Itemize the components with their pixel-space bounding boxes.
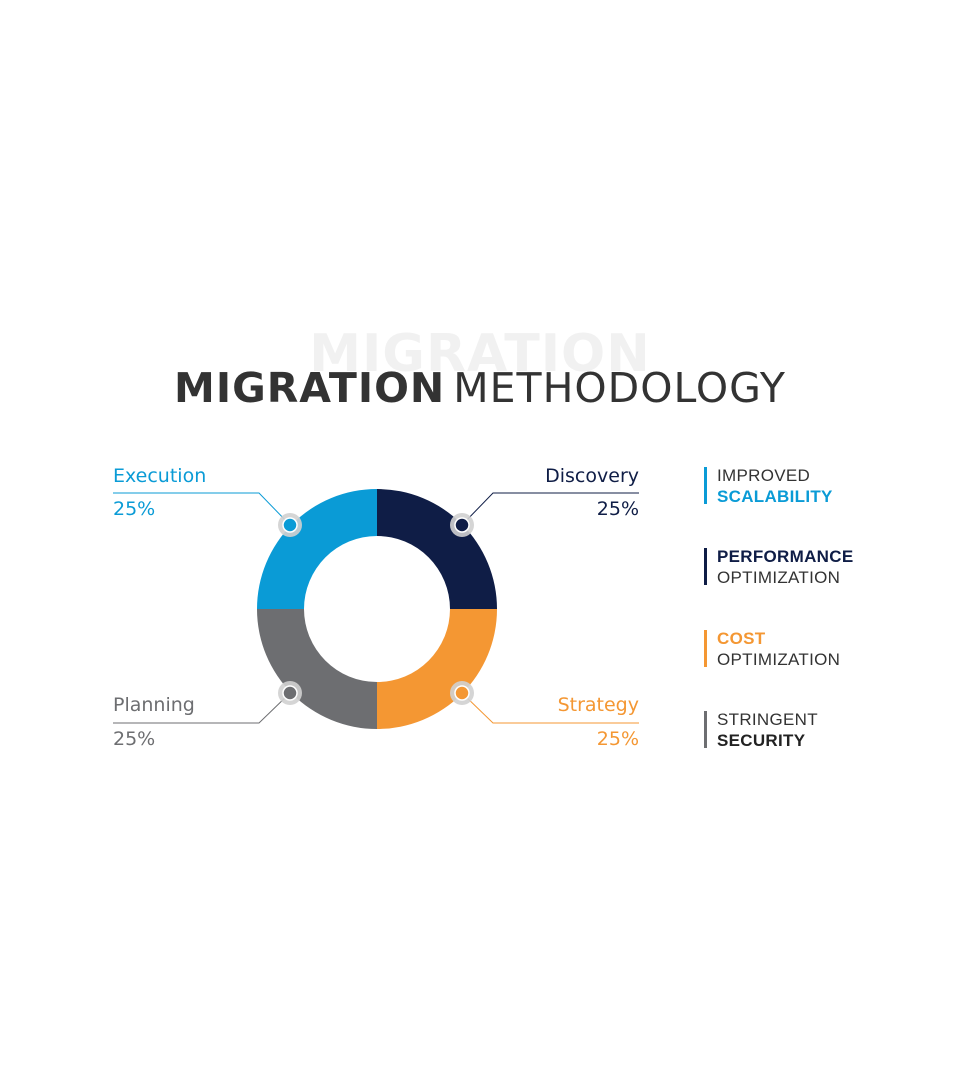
- title-bold: MIGRATION: [174, 364, 446, 412]
- value-strategy: 25%: [596, 728, 639, 750]
- benefit-bar: [704, 467, 707, 504]
- label-discovery: Discovery: [545, 465, 639, 487]
- title-light: METHODOLOGY: [453, 364, 786, 412]
- marker-planning-icon: [278, 681, 302, 705]
- benefit-line2: SCALABILITY: [717, 487, 833, 506]
- benefit-bar: [704, 630, 707, 667]
- marker-discovery-icon: [450, 513, 474, 537]
- segment-execution: [257, 489, 377, 609]
- value-execution: 25%: [113, 498, 156, 520]
- benefit-bar: [704, 548, 707, 585]
- segment-planning: [257, 609, 377, 729]
- leader-line-discovery: [461, 492, 639, 526]
- leader-line-execution: [113, 492, 291, 526]
- value-planning: 25%: [113, 728, 156, 750]
- benefit-line1: PERFORMANCE: [717, 547, 854, 566]
- benefit-line1: STRINGENT: [717, 710, 818, 729]
- title-watermark: MIGRATION: [309, 324, 651, 384]
- value-discovery: 25%: [596, 498, 639, 520]
- benefit-line1: COST: [717, 629, 766, 648]
- label-strategy: Strategy: [557, 694, 639, 716]
- benefit-line2: OPTIMIZATION: [717, 650, 841, 669]
- label-planning: Planning: [113, 694, 195, 716]
- label-execution: Execution: [113, 465, 207, 487]
- leader-line-strategy: [461, 692, 639, 724]
- leader-line-planning: [113, 692, 291, 724]
- benefit-line2: SECURITY: [717, 731, 806, 750]
- benefit-bar: [704, 711, 707, 748]
- segment-discovery: [377, 489, 497, 609]
- segment-strategy: [377, 609, 497, 729]
- marker-strategy-icon: [450, 681, 474, 705]
- marker-execution-icon: [278, 513, 302, 537]
- benefit-line2: OPTIMIZATION: [717, 568, 841, 587]
- benefit-line1: IMPROVED: [717, 466, 811, 485]
